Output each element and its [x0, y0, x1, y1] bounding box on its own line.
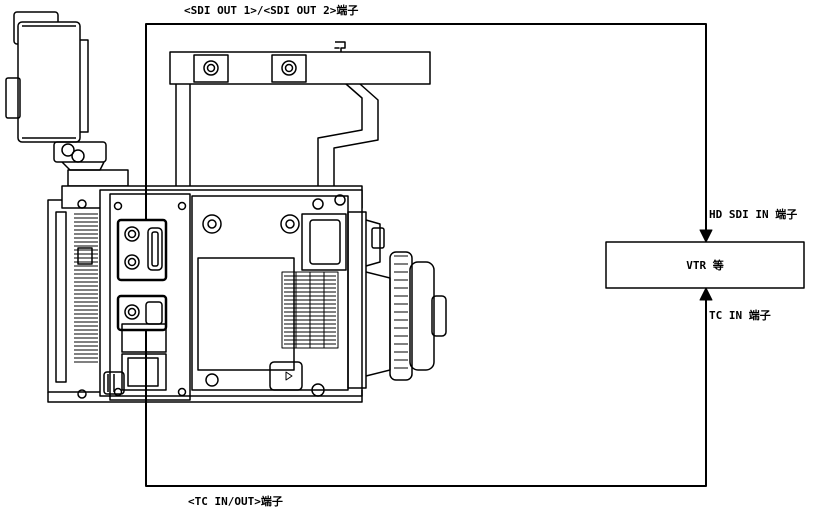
tc-cable-line — [145, 296, 707, 487]
top-handle — [169, 41, 431, 190]
sdi-out-label: <SDI OUT 1>/<SDI OUT 2>端子 — [184, 4, 359, 17]
camera-body — [47, 185, 447, 403]
tc-inout-connector — [116, 294, 168, 332]
sdi-cable-line — [145, 23, 707, 234]
tc-inout-label: <TC IN/OUT>端子 — [188, 495, 283, 508]
sdi-out-connectors — [116, 218, 168, 282]
viewfinder — [5, 11, 129, 187]
tc-in-label: TC IN 端子 — [709, 309, 771, 322]
hd-sdi-in-arrow — [699, 229, 713, 243]
tc-in-arrow — [699, 287, 713, 301]
hd-sdi-in-label: HD SDI IN 端子 — [709, 208, 798, 221]
vtr-label: VTR 等 — [686, 259, 724, 272]
vtr-box — [605, 241, 805, 289]
